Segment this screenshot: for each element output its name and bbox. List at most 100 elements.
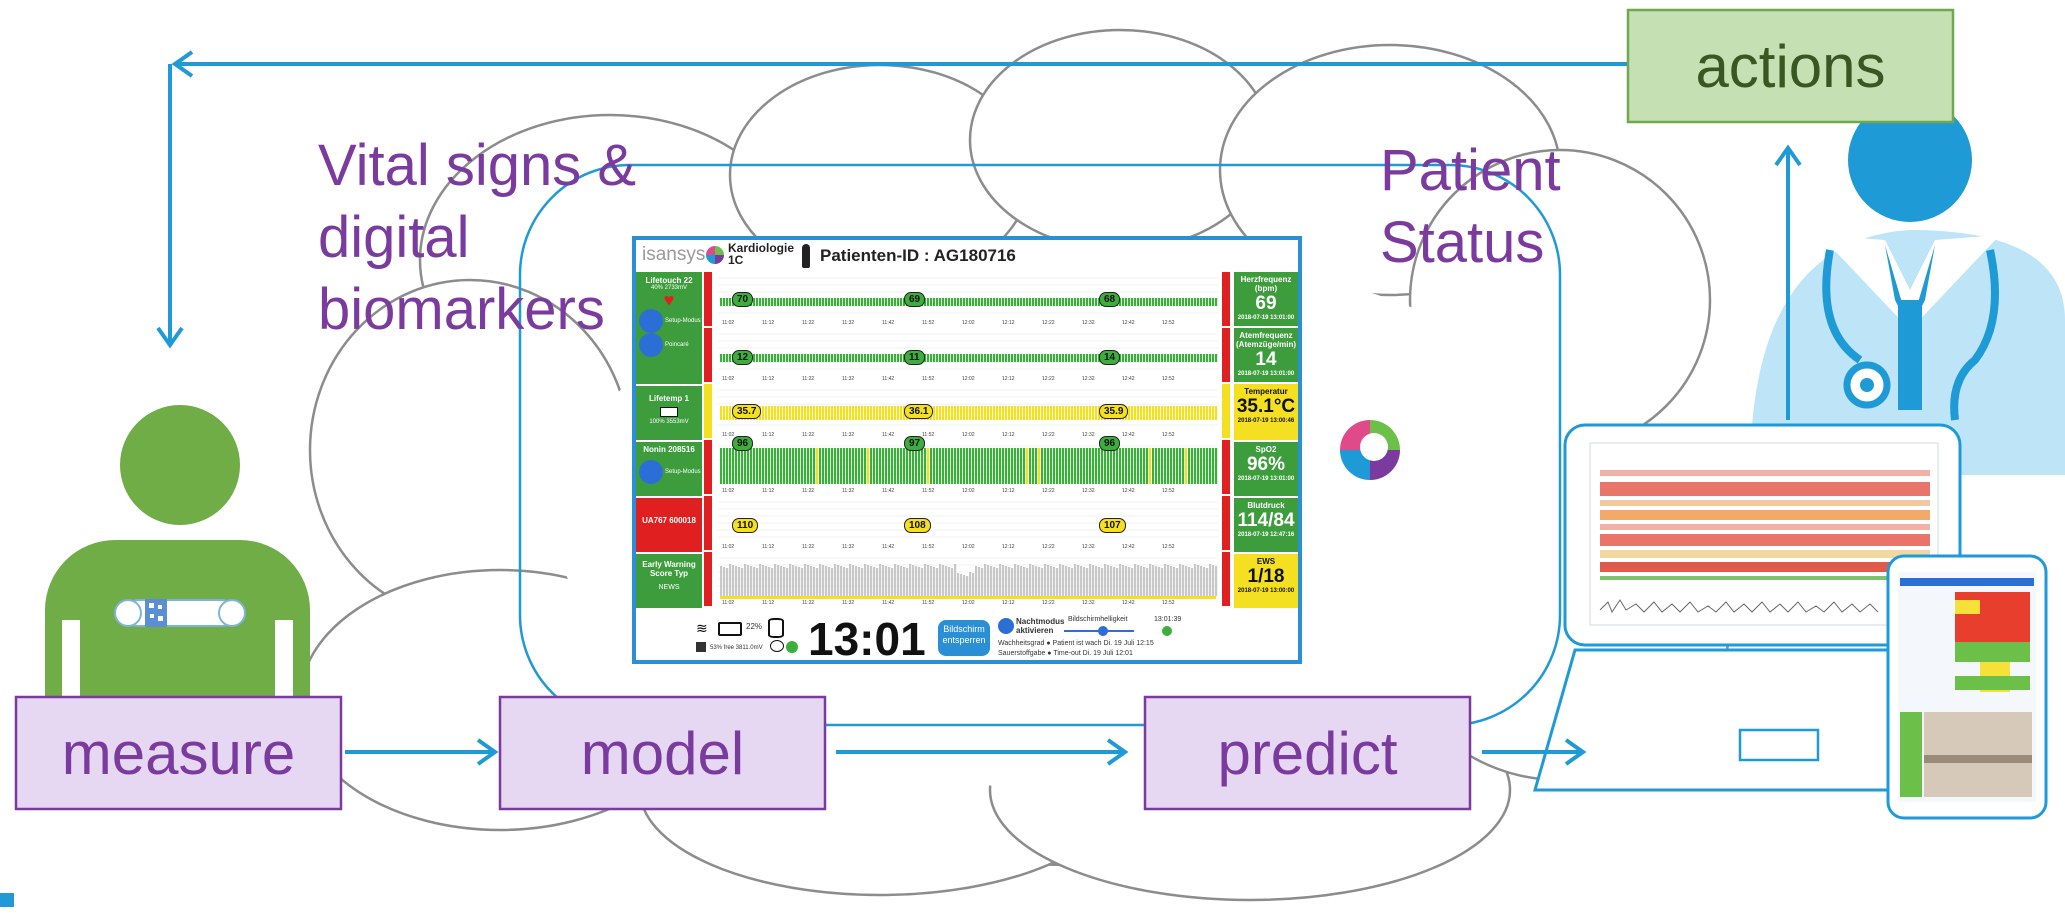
graph-bar — [984, 354, 987, 362]
ews-type-title: Early Warning Score Typ — [642, 560, 696, 578]
graph-bar — [942, 565, 945, 596]
graph-bar — [900, 566, 903, 596]
graph-bar — [879, 448, 882, 484]
time-tick: 11:32 — [842, 376, 854, 382]
graph-bar — [1044, 354, 1047, 362]
graph-bar — [720, 298, 723, 306]
graph-bar — [786, 448, 789, 484]
graph-bar — [900, 448, 903, 484]
graph-bar — [930, 298, 933, 306]
spo2-value: 96% — [1246, 454, 1286, 475]
graph-bar — [807, 448, 810, 484]
graph-bar — [1152, 298, 1155, 306]
blood-pressure-tile[interactable]: Blutdruck 114/84 2018-07-19 12:47:16 — [1234, 498, 1298, 552]
spo2-tile[interactable]: SpO2 96% 2018-07-19 13:01:00 — [1234, 442, 1298, 496]
graph-bar — [1182, 298, 1185, 306]
nonin-setup-button[interactable] — [639, 460, 663, 484]
blood-pressure-time: 2018-07-19 12:47:16 — [1237, 532, 1295, 538]
graph-bar — [1083, 567, 1086, 596]
bp-device-tile[interactable]: UA767 600018 — [636, 498, 702, 552]
graph-bar — [1179, 564, 1182, 596]
graph-bar — [771, 354, 774, 362]
poincare-button[interactable] — [639, 333, 663, 357]
time-tick: 11:22 — [802, 432, 814, 438]
time-tick: 11:52 — [922, 320, 934, 326]
graph-bar — [837, 565, 840, 596]
graph-bar — [1041, 406, 1044, 420]
graph-bar — [774, 354, 777, 362]
resp-rate-tile[interactable]: Atemfrequenz (Atemzüge/min) 14 2018-07-1… — [1234, 328, 1298, 382]
nonin-tile[interactable]: Nonin 208516 Setup-Modus — [636, 442, 702, 496]
vital-value-marker: 96 — [732, 436, 754, 451]
graph-bar — [843, 448, 846, 484]
ews-type-tile[interactable]: Early Warning Score Typ NEWS — [636, 554, 702, 608]
corner-mark — [0, 893, 14, 907]
graph-bar — [996, 568, 999, 596]
vital-value-marker: 110 — [732, 518, 759, 533]
graph-bar — [1074, 448, 1077, 484]
night-mode-toggle[interactable] — [998, 618, 1014, 634]
graph-bar — [756, 568, 759, 596]
graph-bar — [1020, 448, 1023, 484]
graph-bar — [1200, 298, 1203, 306]
graph-bar — [798, 567, 801, 596]
graph-bar — [1170, 354, 1173, 362]
graph-bar — [1002, 565, 1005, 596]
graph-bar — [1110, 448, 1113, 484]
graph-bar — [1185, 354, 1188, 362]
brightness-slider-thumb[interactable] — [1098, 626, 1108, 636]
graph-bar — [1011, 354, 1014, 362]
graph-bar — [1035, 354, 1038, 362]
heart-rate-tile[interactable]: Herzfrequenz (bpm) 69 2018-07-19 13:01:0… — [1234, 272, 1298, 326]
graph-bar — [1185, 566, 1188, 596]
graph-bar — [1185, 448, 1188, 484]
graph-bar — [954, 298, 957, 306]
graph-bar — [1104, 448, 1107, 484]
lifetouch-tile[interactable]: Lifetouch 22 40% 2733mV ♥ Setup-Modus Po… — [636, 272, 702, 384]
time-tick: 12:02 — [962, 488, 975, 494]
graph-bar — [1080, 448, 1083, 484]
graph-bar — [993, 298, 996, 306]
graph-bar — [1176, 406, 1179, 420]
graph-bar — [1212, 298, 1215, 306]
graph-bar — [1167, 354, 1170, 362]
graph-bar — [1026, 354, 1029, 362]
graph-bar — [1032, 298, 1035, 306]
graph-bar — [966, 406, 969, 420]
graph-bar — [1194, 354, 1197, 362]
graph-bar — [1194, 448, 1197, 484]
graph-bar — [1146, 298, 1149, 306]
graph-bar — [891, 448, 894, 484]
time-tick: 12:42 — [1122, 320, 1135, 326]
graph-bar — [975, 354, 978, 362]
graph-bar — [1194, 564, 1197, 596]
graph-bar — [834, 298, 837, 306]
unlock-screen-button[interactable]: Bildschirm entsperren — [938, 620, 990, 656]
graph-bar — [1161, 354, 1164, 362]
graph-bar — [909, 448, 912, 484]
graph-bar — [1035, 448, 1038, 484]
graph-bar — [807, 298, 810, 306]
graph-bar — [915, 448, 918, 484]
graph-bar — [936, 406, 939, 420]
graph-bar — [1173, 406, 1176, 420]
lifetemp-tile[interactable]: Lifetemp 1 100% 3553mV — [636, 386, 702, 440]
graph-bar — [810, 298, 813, 306]
ews-tile[interactable]: EWS 1/18 2018-07-19 13:00:00 — [1234, 554, 1298, 608]
graph-bar — [966, 298, 969, 306]
temperature-tile[interactable]: Temperatur 35.1°C 2018-07-19 13:00:46 — [1234, 384, 1298, 440]
vital-value-marker: 14 — [1099, 350, 1121, 365]
graph-bar — [723, 354, 726, 362]
graph-bar — [936, 298, 939, 306]
time-tick: 11:12 — [762, 600, 774, 606]
graph-bar — [945, 566, 948, 596]
graph-bar — [930, 354, 933, 362]
graph-bar — [993, 406, 996, 420]
graph-bar — [888, 406, 891, 420]
graph-bar — [777, 565, 780, 596]
graph-bar — [783, 298, 786, 306]
measure-label: measure — [61, 719, 296, 787]
time-tick: 11:52 — [922, 488, 934, 494]
setup-mode-button[interactable] — [639, 309, 663, 333]
graph-bar — [1041, 448, 1044, 484]
